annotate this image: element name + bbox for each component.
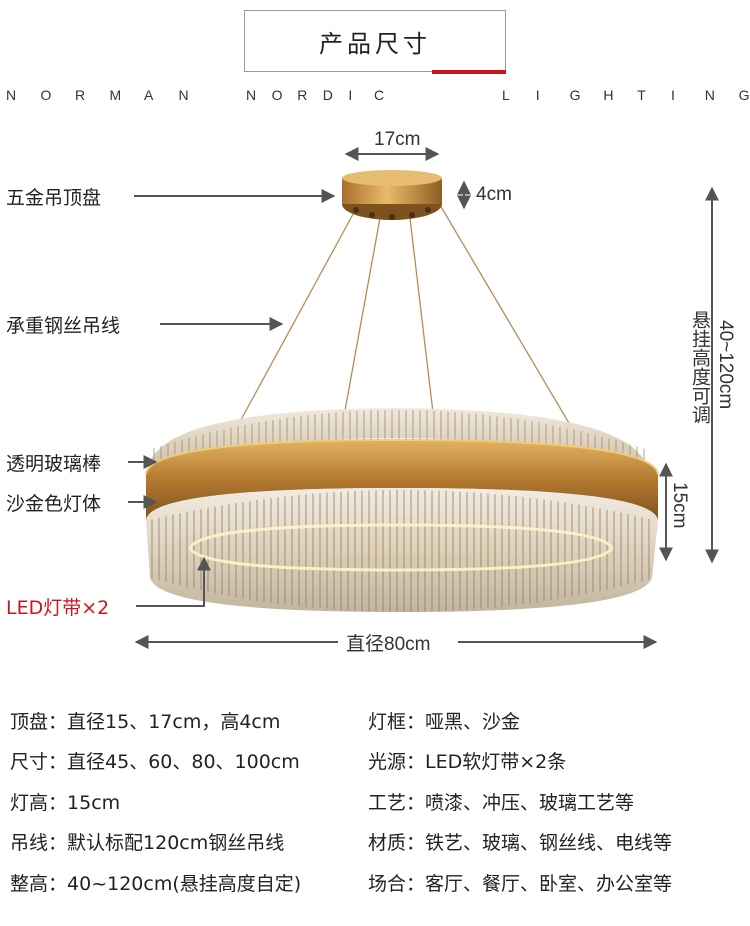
spec-right-2: 光源：LED软灯带×2条 bbox=[368, 751, 567, 773]
brand-letter: O bbox=[40, 87, 52, 103]
brand-letter: R bbox=[75, 87, 86, 103]
hang-height-label: 40~120cm bbox=[715, 320, 736, 410]
callout-canopy: 五金吊顶盘 bbox=[6, 187, 102, 209]
glass-rods-bottom bbox=[146, 488, 658, 612]
spec-right-5: 场合：客厅、餐厅、卧室、办公室等 bbox=[368, 873, 673, 895]
brand-letter: D bbox=[322, 87, 333, 103]
callout-wire: 承重钢丝吊线 bbox=[6, 315, 121, 337]
brand-letter: C bbox=[374, 87, 385, 103]
canopy bbox=[342, 170, 442, 220]
spec-right-1: 灯框：哑黑、沙金 bbox=[368, 711, 521, 733]
brand-letter: G bbox=[738, 87, 750, 103]
brand-letter: L bbox=[502, 87, 510, 103]
ring-height-label: 15cm bbox=[669, 482, 690, 529]
brand-letter: R bbox=[297, 87, 308, 103]
diameter-label: 直径80cm bbox=[346, 634, 431, 655]
gold-ring-body bbox=[145, 438, 659, 520]
brand-letter: N bbox=[704, 87, 715, 103]
brand-letter: N bbox=[178, 87, 189, 103]
title-accent-bar bbox=[432, 70, 506, 74]
brand-letter: O bbox=[271, 87, 283, 103]
spec-left-1: 顶盘：直径15、17cm，高4cm bbox=[10, 711, 281, 733]
canopy-width-label: 17cm bbox=[374, 129, 421, 150]
page-title: 产品尺寸 bbox=[244, 10, 506, 72]
spec-left-3: 灯高：15cm bbox=[10, 792, 121, 814]
brand-letter: I bbox=[535, 87, 540, 103]
brand-letter: N bbox=[246, 87, 257, 103]
brand-letter: I bbox=[348, 87, 353, 103]
brand-letter: N bbox=[6, 87, 17, 103]
spec-left-2: 尺寸：直径45、60、80、100cm bbox=[10, 751, 300, 773]
spec-left-4: 吊线：默认标配120cm钢丝吊线 bbox=[10, 832, 285, 854]
spec-right-3: 工艺：喷漆、冲压、玻璃工艺等 bbox=[368, 792, 635, 814]
brand-letter: H bbox=[603, 87, 614, 103]
brand-letter: G bbox=[569, 87, 581, 103]
brand-letter: A bbox=[144, 87, 154, 103]
callout-led: LED灯带×2 bbox=[6, 597, 110, 619]
spec-left-5: 整高：40~120cm(悬挂高度自定) bbox=[10, 873, 302, 895]
brand-letter: T bbox=[637, 87, 646, 103]
spec-right-4: 材质：铁艺、玻璃、钢丝线、电线等 bbox=[368, 832, 673, 854]
hang-note-label: 悬挂高度可调 bbox=[689, 310, 710, 424]
callout-body: 沙金色灯体 bbox=[6, 493, 102, 515]
brand-letter: M bbox=[109, 87, 122, 103]
callout-glass: 透明玻璃棒 bbox=[6, 453, 102, 475]
canopy-height-label: 4cm bbox=[476, 184, 512, 205]
brand-letter: I bbox=[671, 87, 675, 103]
